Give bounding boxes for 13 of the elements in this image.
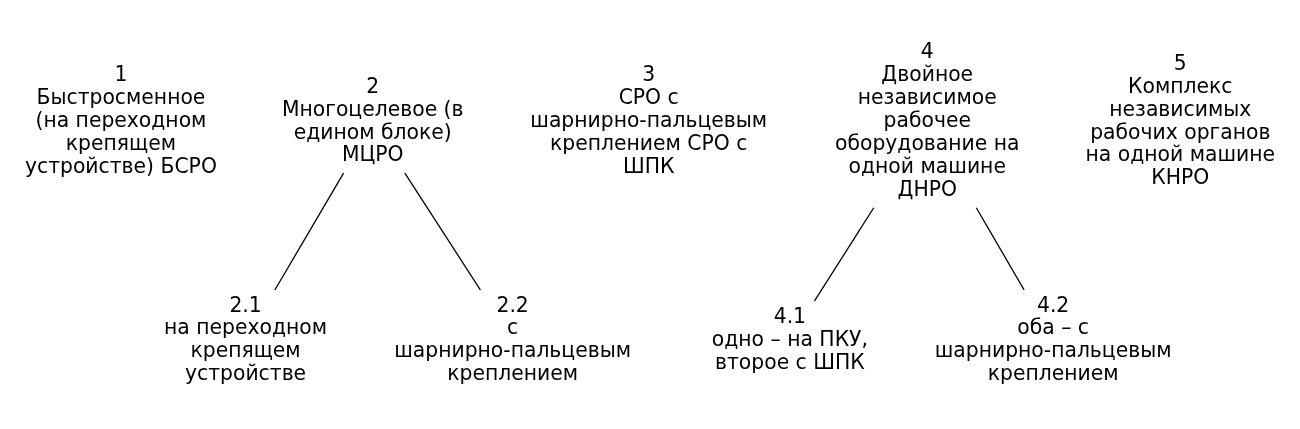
node-text: 5 Комплекс независимых рабочих органов на одной машине КНРО: [1085, 50, 1276, 190]
node-text: 4.2 оба – с шарнирно-пальцевым креплением: [934, 292, 1172, 386]
connector: [274, 172, 345, 291]
node-text: 2.2 с шарнирно-пальцевым креплением: [394, 292, 632, 386]
connector: [813, 207, 875, 302]
connector: [975, 207, 1025, 291]
node-text: 3 СРО с шарнирно-пальцевым креплением СРО с ШПК: [530, 62, 768, 178]
node-text: 2.1 на переходном крепящем устройстве: [164, 292, 328, 386]
node-text: 4 Двойное независимое рабочее оборудование на одной машине ДНРО: [835, 39, 1020, 201]
node-text: 1 Быстросменное (на переходном крепящем устройстве) БСРО: [24, 62, 217, 178]
node-text: 2 Многоцелевое (в едином блоке) МЦРО: [281, 73, 464, 167]
node-text: 4.1 одно – на ПКУ, второе с ШПК: [711, 303, 868, 374]
connector: [404, 172, 482, 291]
